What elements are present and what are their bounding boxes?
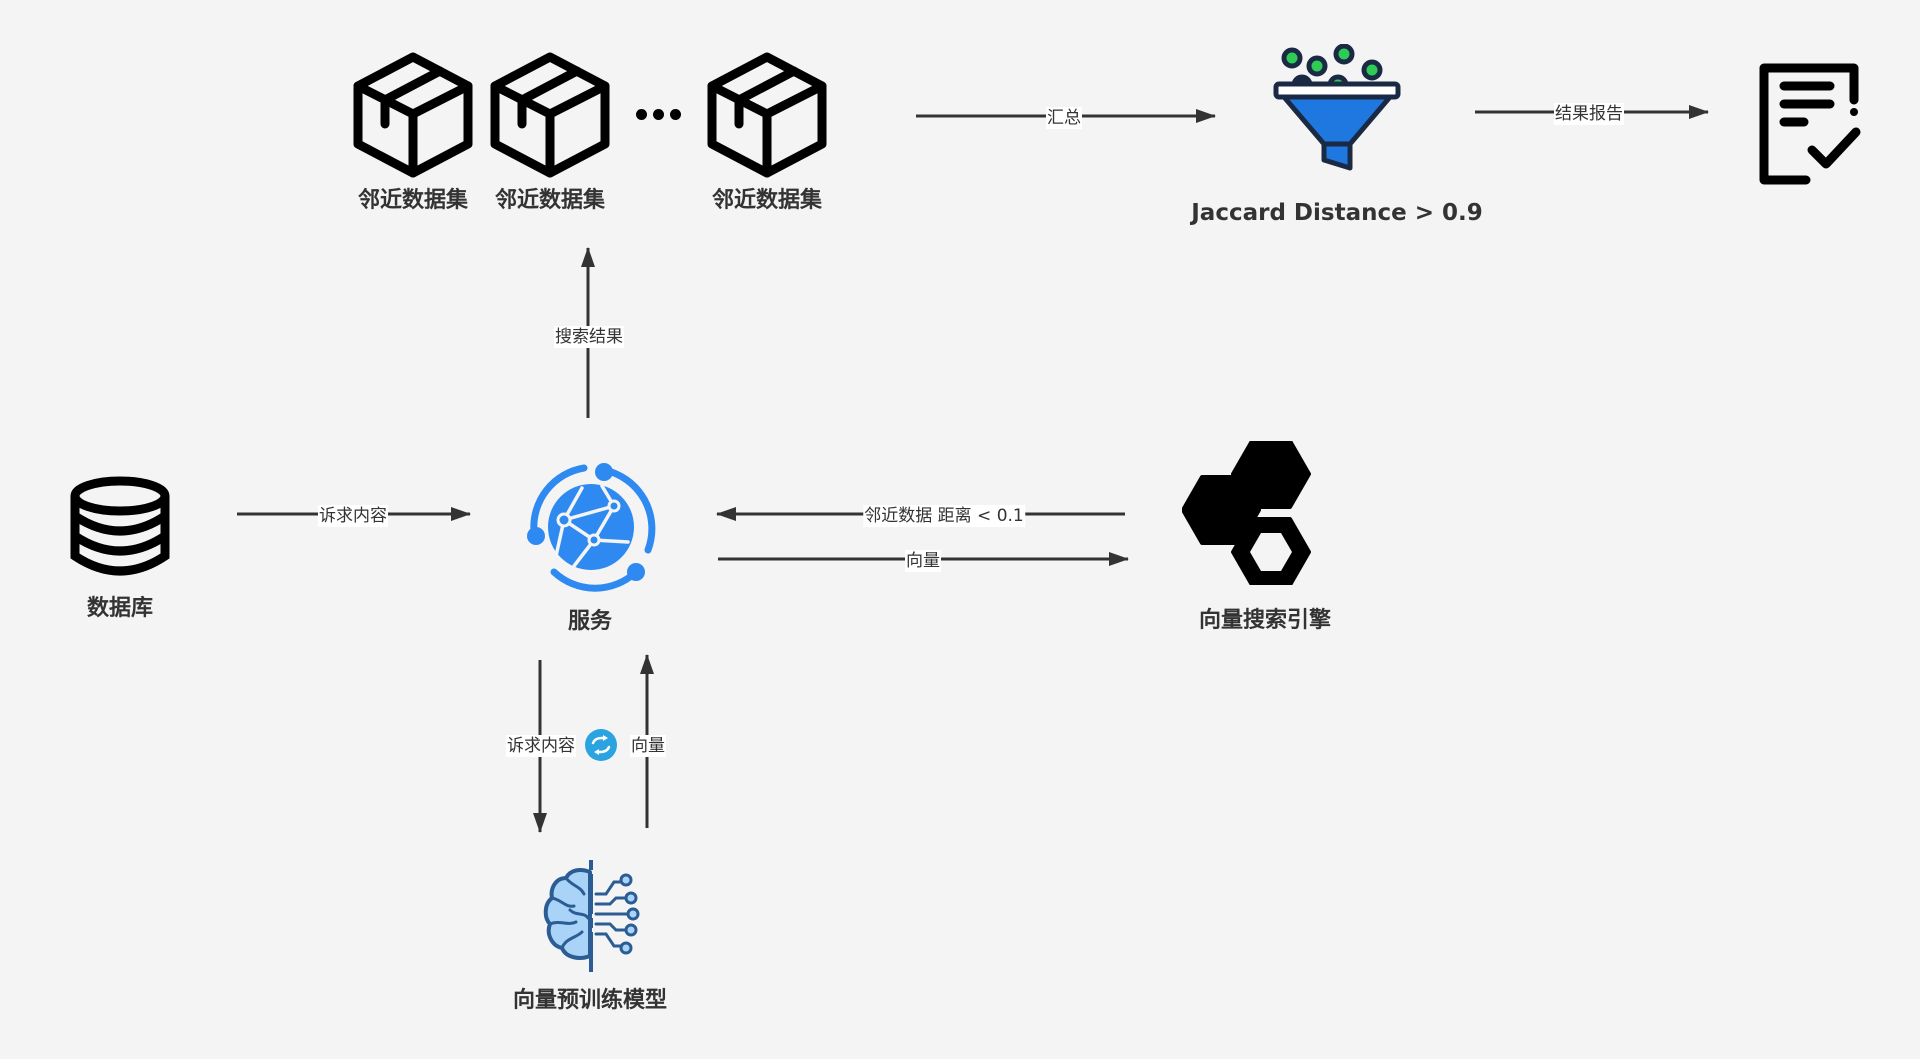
- database-icon: [70, 476, 170, 576]
- edge-label-aggregate: 汇总: [1046, 107, 1082, 129]
- edge-label-search-result: 搜索结果: [554, 326, 624, 348]
- edge-label-neighbors-back: 邻近数据 距离 < 0.1: [863, 505, 1025, 527]
- edge-label-service-to-model: 诉求内容: [506, 735, 576, 757]
- service-node[interactable]: [524, 460, 658, 594]
- edge-label-db-to-service: 诉求内容: [318, 505, 388, 527]
- package-box-icon: [490, 52, 610, 178]
- edge-label-model-to-service: 向量: [630, 735, 666, 757]
- funnel-icon: [1273, 44, 1401, 171]
- edge-label-result-report: 结果报告: [1554, 103, 1624, 125]
- package-box-icon: [353, 52, 473, 178]
- brain-circuit-icon: [543, 860, 640, 972]
- search-engine-node[interactable]: [1182, 441, 1316, 585]
- report-checklist-icon: [1759, 63, 1861, 185]
- edge-label-vector-to-engine: 向量: [905, 550, 941, 572]
- network-globe-icon: [527, 463, 656, 592]
- dataset-label-n: 邻近数据集: [711, 188, 823, 213]
- dataset-label-2: 邻近数据集: [494, 188, 606, 213]
- dataset-node-n[interactable]: [706, 52, 828, 178]
- model-node[interactable]: [540, 860, 640, 972]
- hexagons-icon: [1182, 441, 1311, 585]
- model-label: 向量预训练模型: [512, 988, 668, 1013]
- dataset-label-1: 邻近数据集: [357, 188, 469, 213]
- database-node[interactable]: [69, 476, 171, 576]
- search-engine-label: 向量搜索引擎: [1198, 608, 1332, 633]
- service-label: 服务: [567, 609, 613, 634]
- filter-node[interactable]: [1272, 44, 1402, 174]
- dataset-node-2[interactable]: [489, 52, 611, 178]
- sync-exchange-icon: [585, 729, 617, 761]
- database-label: 数据库: [86, 596, 154, 621]
- package-box-icon: [707, 52, 827, 178]
- filter-label: Jaccard Distance > 0.9: [1191, 200, 1483, 226]
- dataset-node-1[interactable]: [352, 52, 474, 178]
- report-node[interactable]: [1758, 62, 1868, 188]
- ellipsis-icon: [636, 109, 681, 120]
